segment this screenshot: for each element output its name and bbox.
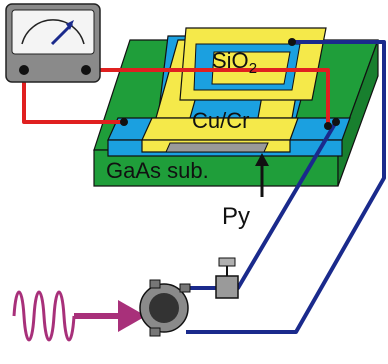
contact-pad	[324, 122, 332, 130]
contact-pad	[288, 38, 296, 46]
cu-cr-label: Cu/Cr	[192, 108, 249, 133]
sio2-block	[179, 27, 327, 101]
coupler	[139, 279, 191, 337]
py-strip	[165, 142, 269, 153]
voltmeter	[5, 3, 101, 83]
red-wires	[22, 68, 330, 126]
valve	[215, 257, 239, 299]
microwave-signal	[12, 290, 146, 342]
py-label: Py	[222, 203, 250, 230]
py-arrow	[255, 153, 269, 197]
sio2-label: SiO2	[212, 48, 257, 77]
gaas-label: GaAs sub.	[106, 158, 209, 183]
contact-pad	[332, 118, 340, 126]
contact-pad	[120, 118, 128, 126]
